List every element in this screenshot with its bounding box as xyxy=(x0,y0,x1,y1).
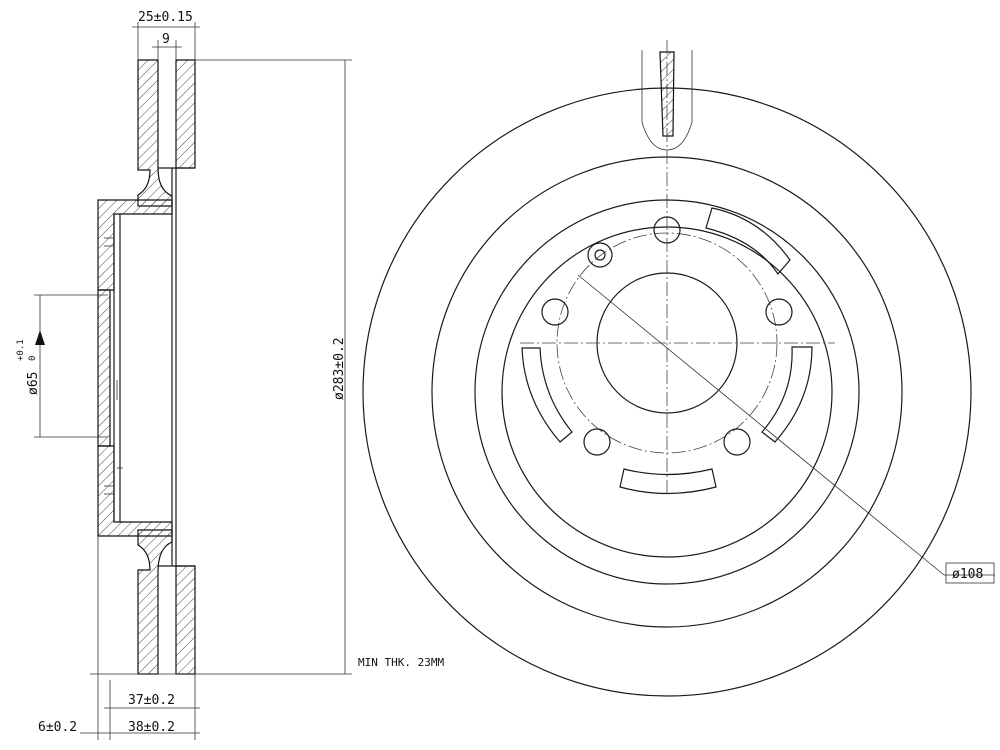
cooling-slot xyxy=(705,207,791,275)
bolt-hole xyxy=(723,428,751,456)
dimension-6: 6±0.2 xyxy=(38,720,77,735)
hub-face xyxy=(97,289,111,447)
locating-hole xyxy=(587,242,613,268)
bolt-hole xyxy=(541,298,569,326)
bore-tolerance-lower: 0 xyxy=(28,356,38,361)
bore-diameter-label: ø65 xyxy=(26,372,41,395)
bore-tolerance-upper: +0.1 xyxy=(16,339,26,361)
dimension-9: 9 xyxy=(162,32,170,47)
dimension-38: 38±0.2 xyxy=(128,720,175,735)
arrow-icon xyxy=(35,330,45,345)
front-view: ø108 xyxy=(362,40,995,697)
pcd-label-box xyxy=(945,562,995,584)
cooling-slot xyxy=(619,468,717,495)
locating-hole-inner xyxy=(594,249,606,261)
inner-plate-upper xyxy=(175,59,196,169)
outer-plate-lower xyxy=(137,529,173,675)
inner-plate-lower xyxy=(175,565,196,675)
min-thickness-label: MIN THK. 23MM xyxy=(358,656,444,669)
cooling-slot xyxy=(521,347,573,443)
bolt-hole xyxy=(583,428,611,456)
cooling-slot xyxy=(761,346,813,443)
dimension-37: 37±0.2 xyxy=(128,693,175,708)
dimension-25: 25±0.15 xyxy=(138,10,193,25)
outer-diameter-label: ø283±0.2 xyxy=(332,337,347,400)
hat-wall-upper xyxy=(97,199,173,291)
bolt-hole xyxy=(765,298,793,326)
section-view: ø65 +0.1 0 25±0.15 9 ø283±0.2 MIN THK. 2… xyxy=(16,10,444,740)
hat-wall-lower xyxy=(97,445,173,537)
outer-plate-upper xyxy=(137,59,173,207)
pcd-label: ø108 xyxy=(952,567,983,582)
